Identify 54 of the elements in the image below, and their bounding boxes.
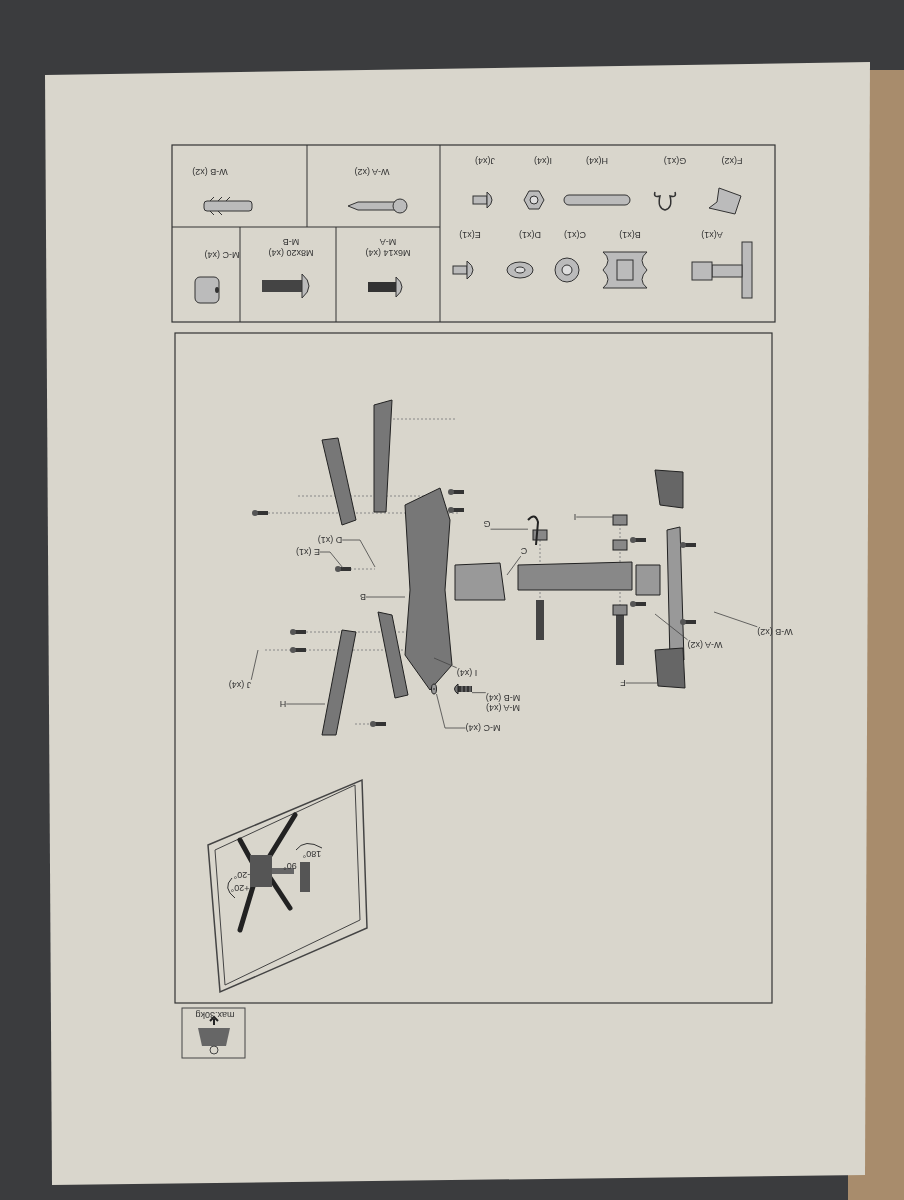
leader-line	[506, 555, 522, 576]
part-label: E(x1)	[459, 229, 481, 241]
part-label: I(x4)	[534, 155, 552, 167]
angle-label: 90°	[283, 860, 297, 872]
callout-label: I (x4)	[456, 667, 478, 679]
leader-line	[341, 539, 376, 568]
clip-drawing	[527, 515, 539, 546]
leader-line	[471, 692, 487, 694]
part-label: W-B (x2)	[192, 166, 228, 178]
callout-label: W-B (x2)	[757, 626, 793, 638]
bolt-drawing	[454, 683, 472, 695]
part-label: M-B	[282, 236, 300, 248]
weight-limit-text: max.30kg	[195, 1009, 235, 1021]
leader-line	[365, 596, 406, 598]
callout-label: M-A (x4)	[485, 703, 521, 714]
leader-line	[625, 682, 658, 684]
part-label: M8x20 (x4)	[268, 247, 314, 259]
leader-line	[250, 649, 259, 681]
leader-line	[713, 611, 758, 628]
part-label: B(x1)	[619, 229, 641, 241]
part-label: M-A	[379, 236, 397, 248]
part-label: G(x1)	[663, 155, 687, 167]
part-label: F(x2)	[721, 155, 743, 167]
callout-label: H	[279, 698, 287, 710]
angle-label: -20°	[233, 869, 251, 881]
callout-label: M-C (x4)	[465, 722, 501, 734]
callout-label: F	[620, 677, 626, 689]
callout-label: D (x1)	[317, 534, 343, 546]
callout-label: B	[360, 591, 366, 603]
callout-label: M-B (x4)	[485, 692, 521, 703]
part-label: H(x4)	[586, 155, 608, 167]
callout-label: G	[483, 518, 491, 530]
part-label: A(x1)	[701, 229, 723, 241]
part-label: M-C (x4)	[204, 249, 240, 261]
washer-drawing	[431, 683, 437, 695]
part-label: D(x1)	[519, 229, 541, 241]
callout-label: W-A (x2)	[687, 639, 723, 651]
leader-line	[436, 693, 466, 729]
leader-line	[654, 613, 688, 641]
leader-line	[319, 551, 344, 569]
leader-line	[285, 703, 326, 705]
callout-label: E (x1)	[296, 546, 320, 558]
part-label: J(x4)	[475, 155, 495, 167]
part-label: W-A (x2)	[354, 166, 390, 178]
callout-label: J (x4)	[228, 679, 252, 691]
angle-label: 180°	[302, 848, 322, 860]
leader-line	[433, 657, 458, 669]
callout-label: I	[573, 511, 577, 523]
callout-label: C	[520, 545, 528, 557]
leader-line	[575, 516, 614, 518]
leader-line	[490, 528, 529, 530]
part-label: C(x1)	[564, 229, 586, 241]
part-label: M6x14 (x4)	[365, 247, 411, 259]
angle-label: +20°	[230, 882, 250, 894]
